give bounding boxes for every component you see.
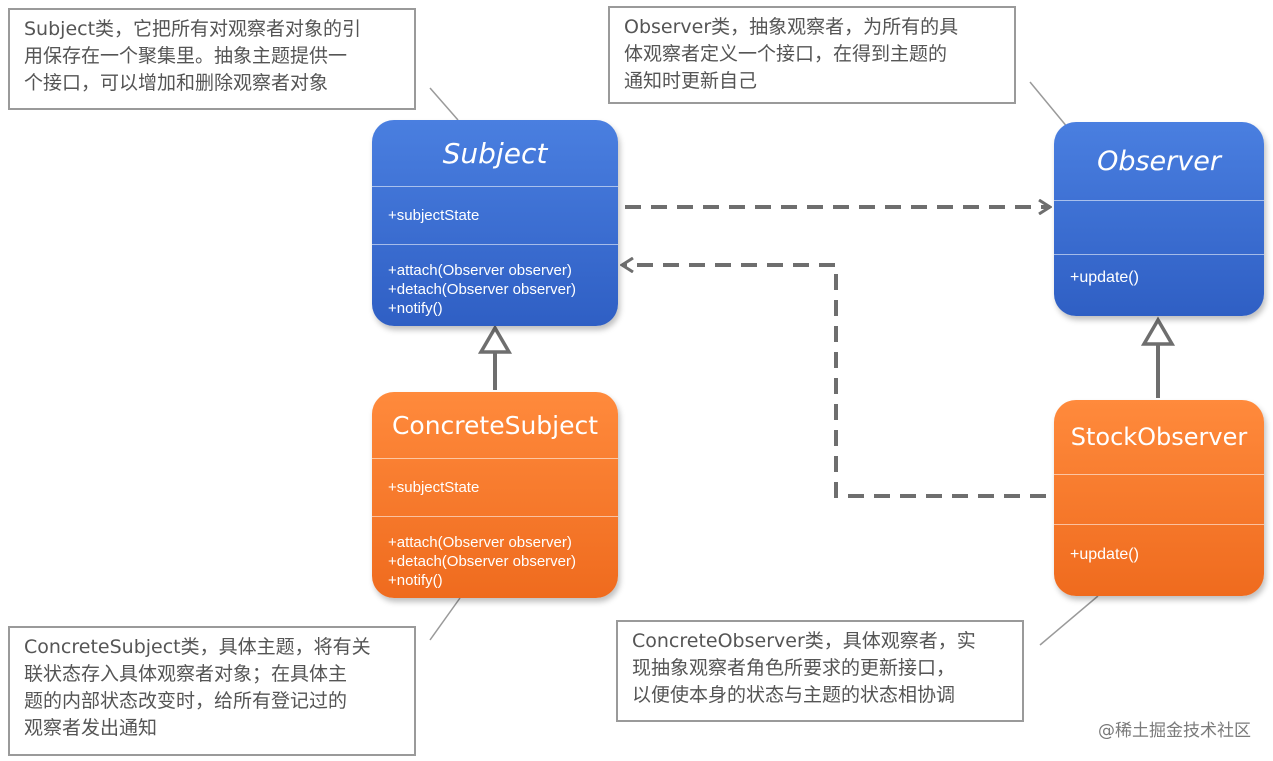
dependency-stockobserver-subject [622, 265, 1046, 498]
method: +update() [1070, 269, 1139, 286]
class-observer: Observer +update() [1054, 122, 1264, 316]
watermark: @稀土掘金技术社区 [1098, 721, 1251, 741]
class-subject-methods: +attach(Observer observer) +detach(Obser… [372, 244, 618, 326]
note-subject-text: Subject类，它把所有对观察者对象的引 用保存在一个聚集里。抽象主题提供一 … [24, 18, 362, 94]
generalization-arrowhead-observer [1140, 316, 1176, 346]
note-concrete-observer: ConcreteObserver类，具体观察者，实 现抽象观察者角色所要求的更新… [616, 620, 1024, 722]
class-concrete-subject-name: ConcreteSubject [391, 410, 599, 440]
attribute: +subjectState [388, 479, 480, 496]
method: +attach(Observer observer) [388, 262, 572, 279]
class-stock-observer-attributes [1054, 474, 1264, 524]
note-leader-observer [1029, 81, 1069, 129]
generalization-arrowhead-subject [477, 324, 513, 354]
class-concrete-subject-attributes: +subjectState [372, 458, 618, 516]
note-leader-concrete-subject [429, 597, 461, 641]
note-subject: Subject类，它把所有对观察者对象的引 用保存在一个聚集里。抽象主题提供一 … [8, 8, 416, 110]
note-concrete-subject-text: ConcreteSubject类，具体主题，将有关 联状态存入具体观察者对象；在… [24, 636, 371, 739]
class-observer-attributes [1054, 200, 1264, 254]
method: +detach(Observer observer) [388, 281, 576, 298]
note-leader-subject [429, 87, 459, 121]
method: +detach(Observer observer) [388, 553, 576, 570]
method: +notify() [388, 572, 443, 589]
class-subject: Subject +subjectState +attach(Observer o… [372, 120, 618, 326]
note-observer-text: Observer类，抽象观察者，为所有的具 体观察者定义一个接口，在得到主题的 … [624, 16, 959, 92]
method: +attach(Observer observer) [388, 534, 572, 551]
class-observer-methods: +update() [1054, 254, 1264, 316]
class-stock-observer-methods: +update() [1054, 524, 1264, 596]
method: +notify() [388, 300, 443, 317]
class-subject-attributes: +subjectState [372, 186, 618, 244]
class-observer-name: Observer [1097, 145, 1221, 177]
class-concrete-subject-methods: +attach(Observer observer) +detach(Obser… [372, 516, 618, 598]
note-concrete-subject: ConcreteSubject类，具体主题，将有关 联状态存入具体观察者对象；在… [8, 626, 416, 756]
note-leader-concrete-observer [1039, 595, 1099, 646]
note-concrete-observer-text: ConcreteObserver类，具体观察者，实 现抽象观察者角色所要求的更新… [632, 630, 976, 706]
note-observer: Observer类，抽象观察者，为所有的具 体观察者定义一个接口，在得到主题的 … [608, 6, 1016, 104]
method: +update() [1070, 546, 1139, 563]
class-stock-observer: StockObserver +update() [1054, 400, 1264, 596]
class-stock-observer-name: StockObserver [1070, 423, 1248, 451]
class-subject-name: Subject [442, 136, 548, 170]
attribute: +subjectState [388, 207, 480, 224]
class-concrete-subject: ConcreteSubject +subjectState +attach(Ob… [372, 392, 618, 598]
